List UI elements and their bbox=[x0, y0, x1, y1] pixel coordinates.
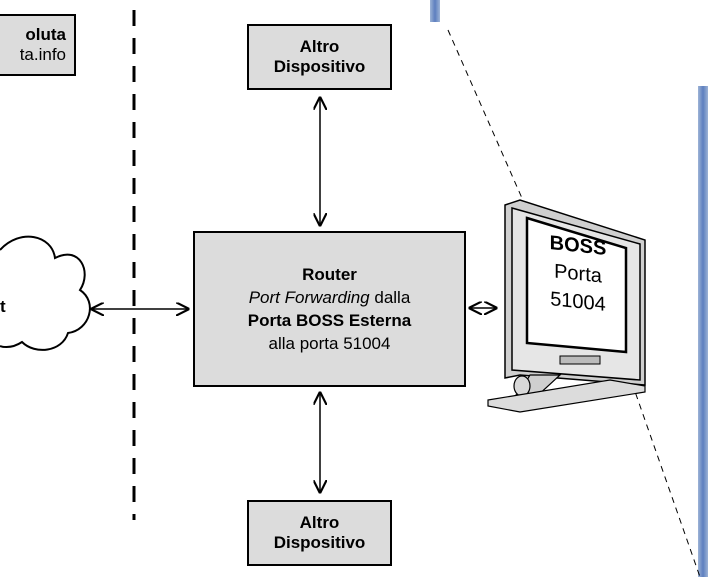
router-port-forwarding: Port Forwarding bbox=[248, 288, 370, 307]
internet-cloud-icon bbox=[0, 235, 91, 351]
device-bottom-line1: Altro bbox=[299, 513, 340, 532]
router-forwarding-line: Port Forwarding dalla bbox=[249, 286, 411, 309]
router-dalla: dalla bbox=[369, 288, 411, 307]
monitor-screen-text: BOSS Porta 51004 bbox=[532, 227, 624, 321]
device-top-box: Altro Dispositivo bbox=[247, 24, 392, 90]
internet-cloud-label: t bbox=[0, 297, 6, 316]
external-address-title: oluta bbox=[25, 25, 66, 44]
external-address-box: oluta ta.info bbox=[0, 14, 76, 76]
monitor-icon bbox=[487, 199, 646, 413]
window-edge-right bbox=[698, 86, 708, 577]
router-internal-port: alla porta 51004 bbox=[268, 334, 391, 353]
zoom-line-upper bbox=[447, 29, 526, 206]
router-box: Router Port Forwarding dalla Porta BOSS … bbox=[193, 231, 466, 387]
device-top-line1: Altro bbox=[299, 37, 340, 56]
external-address-domain: ta.info bbox=[19, 45, 66, 64]
router-external-port: Porta BOSS Esterna bbox=[247, 311, 412, 330]
device-bottom-line2: Dispositivo bbox=[273, 533, 366, 552]
window-edge-top bbox=[430, 0, 440, 22]
router-title: Router bbox=[302, 265, 357, 284]
zoom-line-lower bbox=[631, 382, 701, 577]
device-bottom-box: Altro Dispositivo bbox=[247, 500, 392, 566]
device-top-line2: Dispositivo bbox=[273, 57, 366, 76]
